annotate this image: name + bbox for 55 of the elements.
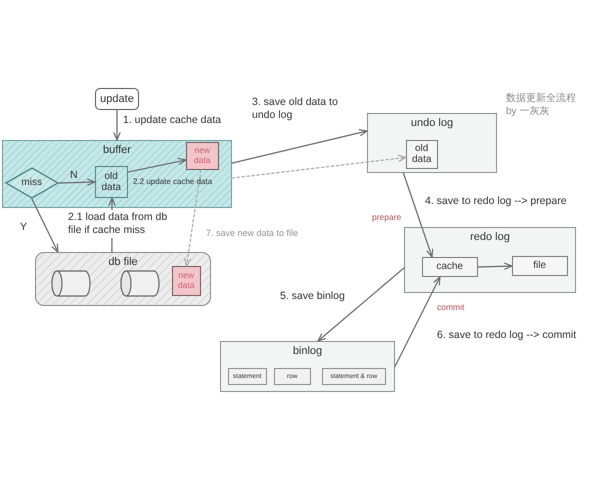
data-box: [186, 142, 219, 170]
log-panel: [404, 227, 576, 293]
node-label: new data: [192, 146, 212, 166]
arrow: [231, 129, 368, 164]
decision-diamond: [4, 166, 59, 199]
rounded-box: [95, 88, 139, 110]
buffer-panel: [2, 140, 232, 208]
step-label: commit: [437, 302, 464, 312]
edge-label: 3. save old data to undo log: [252, 96, 339, 122]
edge-label: 1. update cache data: [123, 114, 222, 128]
data-box: [94, 166, 128, 198]
dashed-arrow: [231, 154, 407, 179]
node-label: old data: [100, 170, 122, 193]
database-cylinder: [50, 270, 91, 297]
node-label: update: [100, 92, 134, 106]
node-label: cache: [436, 261, 464, 272]
node-label: old data: [410, 143, 432, 166]
process-box: [512, 256, 568, 276]
arrow: [58, 178, 96, 186]
log-panel: [220, 341, 395, 392]
panel-title: db file: [108, 256, 138, 268]
edge-label: 4. save to redo log --> prepare: [425, 195, 567, 208]
panel-title: binlog: [292, 345, 322, 358]
format-box: [228, 368, 267, 385]
log-panel: [367, 113, 497, 173]
node-label: file: [533, 260, 546, 272]
edge-label: Y: [20, 221, 28, 234]
process-box: [422, 256, 478, 277]
format-box: [322, 368, 386, 385]
edge-label: 7. save new data to file: [206, 228, 298, 240]
author-note: by 一灰灰: [506, 105, 550, 118]
edge-label: 5. save binlog: [280, 290, 345, 304]
node-label: new data: [176, 271, 196, 290]
arrow: [394, 276, 441, 368]
arrow: [113, 109, 121, 141]
arrow: [317, 267, 405, 342]
step-label: prepare: [372, 212, 402, 222]
panel-title: redo log: [470, 231, 510, 244]
process-box: [406, 140, 438, 169]
arrow: [31, 198, 58, 253]
edge-label: N: [70, 169, 78, 182]
edge-label: 6. save to redo log --> commit: [437, 329, 576, 342]
format-box: [274, 368, 311, 385]
file-panel: [35, 252, 211, 306]
dashed-arrow: [184, 169, 202, 267]
panel-title: undo log: [410, 117, 454, 130]
edge-label: 2.2 update cache data: [133, 177, 212, 187]
node-label: miss: [21, 177, 42, 188]
arrow: [477, 262, 513, 270]
data-box: [172, 266, 201, 296]
arrow: [127, 158, 187, 173]
arrow: [402, 172, 434, 258]
database-cylinder: [120, 270, 160, 297]
panel-title: buffer: [103, 144, 131, 156]
diagram-title: 数据更新全流程: [506, 92, 576, 105]
